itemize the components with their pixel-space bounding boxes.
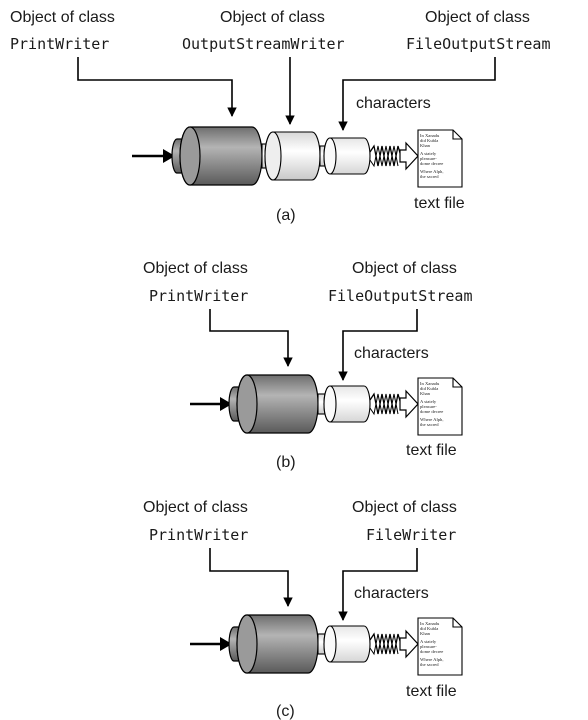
pointer-printwriter (78, 57, 232, 116)
figure-a: Object of class PrintWriter Object of cl… (10, 9, 551, 224)
svg-text:the sacred: the sacred (420, 174, 439, 179)
pointer-filewriter (343, 548, 417, 620)
label-filewriter-title: Object of class (352, 499, 457, 516)
output-arrow (400, 143, 418, 169)
label-filewriter-class: FileWriter (366, 526, 456, 544)
characters-label: characters (356, 95, 431, 112)
outputstreamwriter-face (265, 132, 281, 180)
printwriter-face (237, 615, 257, 673)
svg-text:dome decree: dome decree (420, 409, 443, 414)
label-printwriter-title: Object of class (10, 9, 115, 26)
pipeline-a: In Xanadu did Kubla Khan A stately pleas… (172, 127, 462, 187)
characters-label: characters (354, 345, 429, 362)
pointer-printwriter (210, 309, 288, 366)
svg-text:dome decree: dome decree (420, 161, 443, 166)
caption-a: (a) (276, 207, 296, 224)
fileoutputstream-face (324, 138, 336, 174)
label-fileoutputstream-class: FileOutputStream (328, 287, 473, 305)
pointer-fileoutputstream (343, 57, 495, 130)
pipeline-c: In Xanadu did Kubla Khan A stately pleas… (229, 615, 462, 675)
svg-text:dome decree: dome decree (420, 649, 443, 654)
text-file-label: text file (406, 683, 457, 700)
printwriter-face (180, 127, 200, 185)
svg-text:the sacred: the sacred (420, 662, 439, 667)
characters-label: characters (354, 585, 429, 602)
figure-b: Object of class PrintWriter Object of cl… (143, 260, 473, 471)
label-printwriter-class: PrintWriter (149, 526, 248, 544)
svg-text:Khan: Khan (420, 143, 431, 148)
document-icon: In Xanadu did Kubla Khan A stately pleas… (418, 378, 462, 435)
svg-text:Khan: Khan (420, 631, 431, 636)
label-printwriter-class: PrintWriter (149, 287, 248, 305)
pointer-printwriter (210, 548, 288, 606)
figure-c: Object of class PrintWriter Object of cl… (143, 499, 462, 720)
output-arrow (400, 391, 418, 417)
label-fileoutputstream-title: Object of class (425, 9, 530, 26)
text-file-label: text file (414, 195, 465, 212)
text-file-label: text file (406, 442, 457, 459)
svg-text:the sacred: the sacred (420, 422, 439, 427)
document-icon: In Xanadu did Kubla Khan A stately pleas… (418, 130, 462, 187)
label-outputstreamwriter-title: Object of class (220, 9, 325, 26)
label-printwriter-title: Object of class (143, 499, 248, 516)
printwriter-face (237, 375, 257, 433)
svg-text:Khan: Khan (420, 391, 431, 396)
pipeline-b: In Xanadu did Kubla Khan A stately pleas… (229, 375, 462, 435)
caption-c: (c) (276, 703, 295, 720)
label-fileoutputstream-title: Object of class (352, 260, 457, 277)
label-fileoutputstream-class: FileOutputStream (406, 35, 551, 53)
label-outputstreamwriter-class: OutputStreamWriter (182, 35, 345, 53)
label-printwriter-title: Object of class (143, 260, 248, 277)
caption-b: (b) (276, 454, 296, 471)
filewriter-face (324, 626, 336, 662)
label-printwriter-class: PrintWriter (10, 35, 109, 53)
fileoutputstream-face (324, 386, 336, 422)
output-arrow (400, 631, 418, 657)
document-icon: In Xanadu did Kubla Khan A stately pleas… (418, 618, 462, 675)
